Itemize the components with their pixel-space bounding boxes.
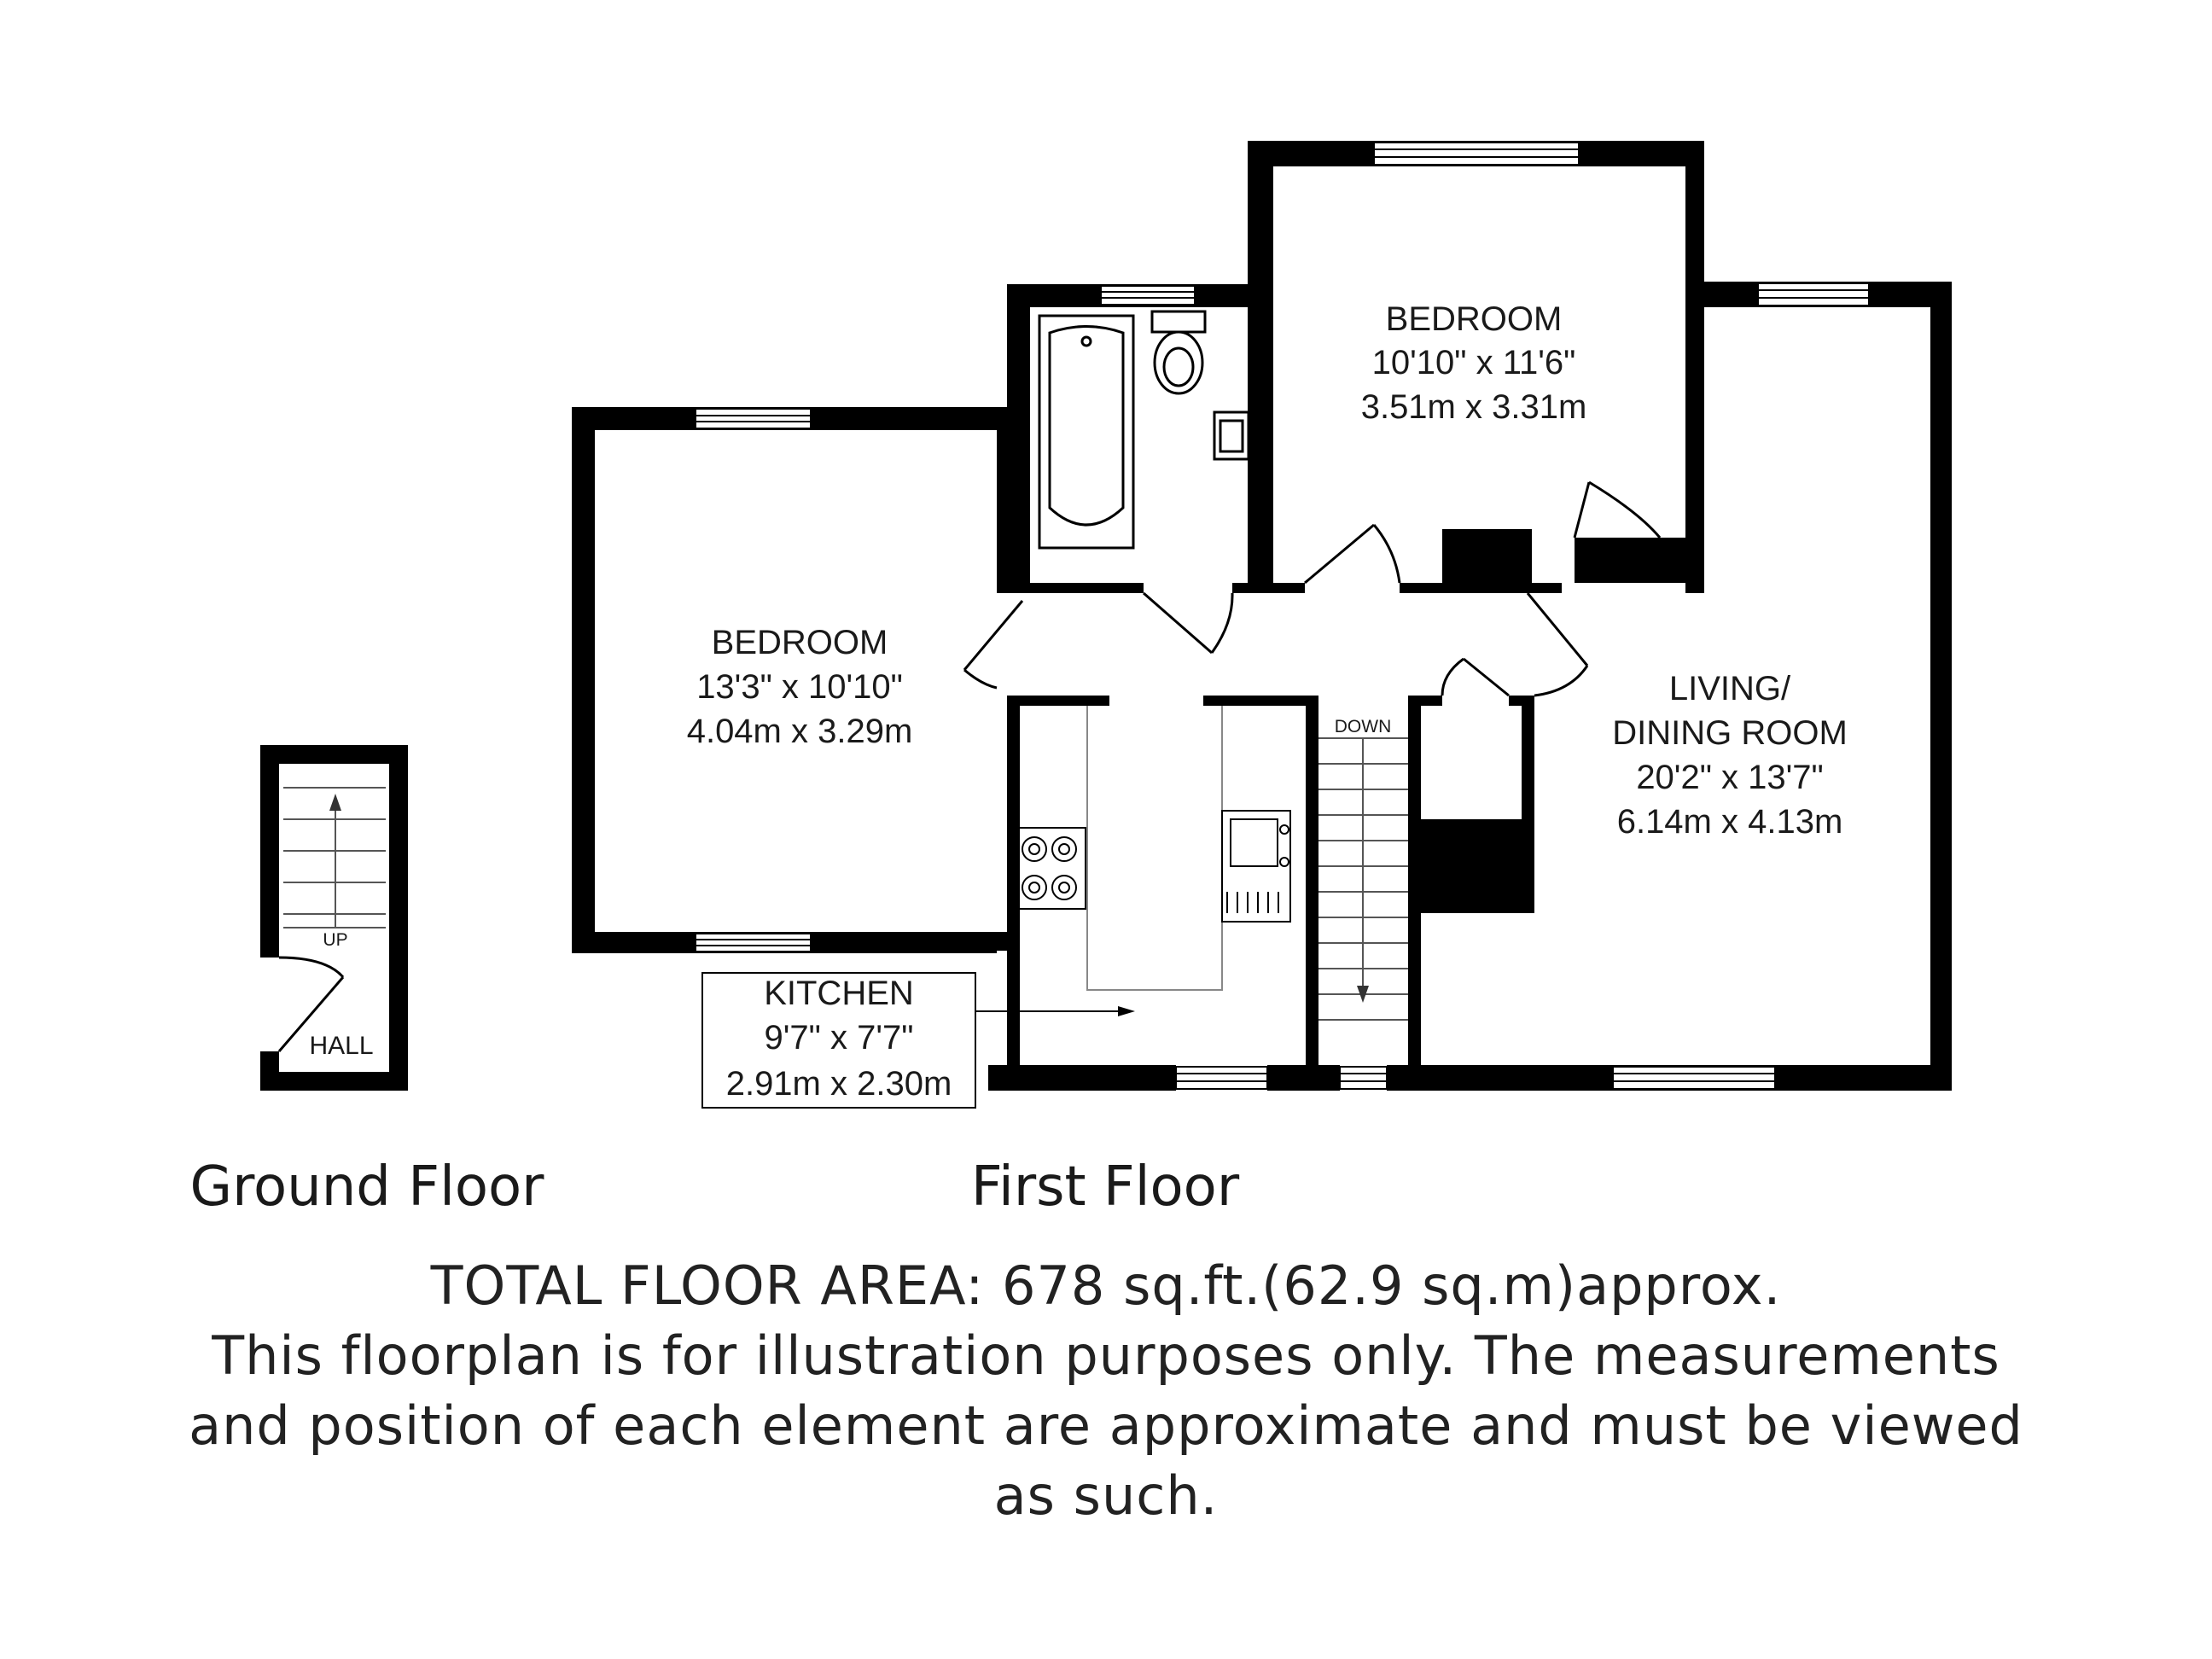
hall-stairs-label: UP xyxy=(323,930,347,950)
window-icon xyxy=(1100,285,1196,306)
bedroom-top-walls xyxy=(1248,141,1704,593)
window-icon xyxy=(695,408,812,429)
bedroom-top-imperial: 10'10" x 11'6" xyxy=(1372,344,1576,381)
total-floor-area: TOTAL FLOOR AREA: 678 sq.ft.(62.9 sq.m)a… xyxy=(430,1254,1782,1317)
bedroom-left-metric: 4.04m x 3.29m xyxy=(687,713,913,750)
first-floor-plan: BEDROOM 13'3" x 10'10" 4.04m x 3.29m xyxy=(572,141,1952,1109)
bedroom-left-name: BEDROOM xyxy=(712,624,888,661)
wardrobe-door-icon xyxy=(1573,480,1662,538)
hall-label: HALL xyxy=(309,1032,373,1060)
window-icon xyxy=(1373,142,1580,166)
window-icon xyxy=(695,933,812,952)
bedroom-left-imperial: 13'3" x 10'10" xyxy=(696,668,903,706)
living-room-imperial: 20'2" x 13'7" xyxy=(1636,759,1823,796)
cupboard-door-icon xyxy=(1441,657,1510,697)
door-icon xyxy=(1143,591,1234,655)
window-icon xyxy=(1175,1066,1268,1090)
door-icon xyxy=(963,600,1024,690)
ground-floor-title: Ground Floor xyxy=(190,1155,545,1219)
landing-stairs-label: DOWN xyxy=(1335,717,1392,736)
first-floor-title: First Floor xyxy=(971,1155,1240,1219)
kitchen-worktops xyxy=(1086,706,1223,991)
bedroom-top-metric: 3.51m x 3.31m xyxy=(1361,388,1587,426)
window-icon xyxy=(1339,1066,1388,1090)
bedroom-top-name: BEDROOM xyxy=(1386,300,1563,338)
ground-floor-plan: UP HALL xyxy=(260,745,408,1091)
landing-walls xyxy=(1306,696,1421,1091)
kitchen-imperial: 9'7" x 7'7" xyxy=(765,1019,914,1057)
kitchen-metric: 2.91m x 2.30m xyxy=(726,1065,952,1103)
toilet-icon xyxy=(1150,310,1207,395)
disclaimer-line-3: as such. xyxy=(993,1464,1219,1527)
door-icon xyxy=(1526,592,1589,697)
bathtub-icon xyxy=(1038,314,1135,550)
hall-walls xyxy=(260,745,408,1091)
living-room-metric: 6.14m x 4.13m xyxy=(1617,803,1843,841)
disclaimer-line-1: This floorplan is for illustration purpo… xyxy=(212,1324,2000,1387)
kitchen-name: KITCHEN xyxy=(764,975,914,1012)
disclaimer-line-2: and position of each element are approxi… xyxy=(189,1394,2023,1457)
kitchen-walls xyxy=(988,696,1318,1091)
kitchen-label-box xyxy=(701,972,1135,1109)
living-room-name-line1: LIVING/ xyxy=(1669,670,1791,707)
hob-icon xyxy=(1016,827,1086,910)
hall-door-icon xyxy=(277,956,345,1052)
door-icon xyxy=(1304,523,1401,585)
window-icon xyxy=(1612,1066,1776,1090)
hall-stairs xyxy=(283,787,386,928)
kitchen-sink-icon xyxy=(1221,810,1291,923)
living-room-name-line2: DINING ROOM xyxy=(1612,714,1848,752)
sink-icon xyxy=(1213,410,1250,461)
landing-stairs xyxy=(1318,737,1408,1021)
window-icon xyxy=(1757,282,1870,306)
